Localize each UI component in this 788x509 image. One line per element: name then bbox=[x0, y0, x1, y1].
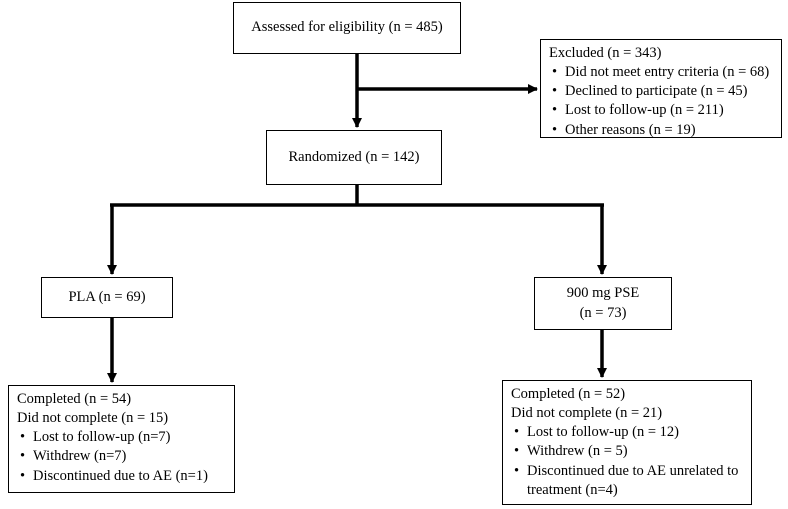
excluded-reason: Lost to follow-up (n = 211) bbox=[549, 101, 773, 120]
assessed-label: Assessed for eligibility (n = 485) bbox=[251, 19, 443, 36]
pse-reason: Lost to follow-up (n = 12) bbox=[511, 423, 743, 442]
excluded-title: Excluded (n = 343) bbox=[549, 45, 662, 61]
pse-outcome-box: Completed (n = 52) Did not complete (n =… bbox=[502, 380, 752, 505]
randomized-label: Randomized (n = 142) bbox=[288, 148, 420, 165]
pla-not-completed: Did not complete (n = 15) bbox=[17, 410, 169, 427]
pla-arm-box: PLA (n = 69) bbox=[41, 277, 173, 318]
pla-reason: Withdrew (n=7) bbox=[17, 447, 226, 466]
pse-completed: Completed (n = 52) bbox=[511, 386, 626, 402]
pse-not-completed-reasons: Lost to follow-up (n = 12) Withdrew (n =… bbox=[511, 423, 743, 500]
assessed-for-eligibility-box: Assessed for eligibility (n = 485) bbox=[233, 2, 461, 54]
pse-arm-label-line1: 900 mg PSE bbox=[566, 285, 640, 302]
pla-reason: Lost to follow-up (n=7) bbox=[17, 428, 226, 447]
pse-reason: Discontinued due to AE unrelated to trea… bbox=[511, 462, 743, 500]
pse-reason: Withdrew (n = 5) bbox=[511, 442, 743, 461]
pse-arm-box: 900 mg PSE (n = 73) bbox=[534, 277, 672, 330]
excluded-box: Excluded (n = 343) Did not meet entry cr… bbox=[540, 39, 782, 140]
pla-not-completed-reasons: Lost to follow-up (n=7) Withdrew (n=7) D… bbox=[17, 428, 226, 486]
pla-outcome-box: Completed (n = 54) Did not complete (n =… bbox=[8, 385, 235, 493]
excluded-reasons-list: Did not meet entry criteria (n = 68) Dec… bbox=[549, 63, 773, 140]
excluded-reason: Declined to participate (n = 45) bbox=[549, 82, 773, 101]
pse-arm-label-line2: (n = 73) bbox=[579, 304, 627, 321]
pla-completed: Completed (n = 54) bbox=[17, 391, 132, 407]
excluded-reason: Did not meet entry criteria (n = 68) bbox=[549, 63, 773, 82]
pla-arm-label: PLA (n = 69) bbox=[68, 288, 146, 305]
pse-not-completed: Did not complete (n = 21) bbox=[511, 405, 663, 422]
pla-reason: Discontinued due to AE (n=1) bbox=[17, 467, 226, 486]
excluded-reason: Other reasons (n = 19) bbox=[549, 121, 773, 140]
randomized-box: Randomized (n = 142) bbox=[266, 130, 442, 185]
